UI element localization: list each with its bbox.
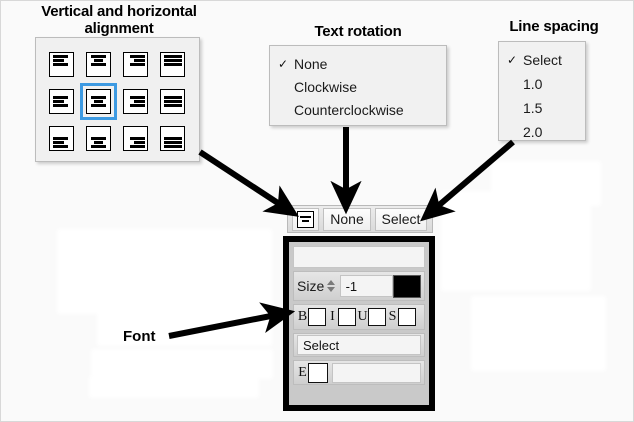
bold-checkbox[interactable] bbox=[308, 308, 326, 326]
toolbar-rotation-button[interactable]: None bbox=[323, 207, 371, 231]
align-cell-middle-right[interactable] bbox=[117, 83, 154, 120]
font-select-row: Select bbox=[293, 333, 425, 357]
spacing-option-label: 1.5 bbox=[523, 100, 543, 116]
strikethrough-label: S bbox=[388, 309, 397, 324]
spacing-option-label: 1.0 bbox=[523, 76, 543, 92]
font-select-input[interactable]: Select bbox=[297, 335, 421, 355]
italic-label: I bbox=[330, 309, 335, 324]
underline-checkbox[interactable] bbox=[368, 308, 386, 326]
font-size-input[interactable]: -1 bbox=[339, 275, 393, 297]
font-size-stepper[interactable] bbox=[326, 275, 336, 297]
align-middle-justify-icon bbox=[160, 89, 185, 114]
align-bottom-left-icon bbox=[49, 126, 74, 151]
align-cell-top-center[interactable] bbox=[80, 46, 117, 83]
format-toolbar: None Select bbox=[287, 205, 433, 233]
spacing-option-2-0[interactable]: 2.0 bbox=[499, 120, 585, 144]
background-ghost-panel-7 bbox=[89, 376, 259, 398]
font-annotation-label: Font bbox=[123, 328, 156, 345]
check-icon: ✓ bbox=[506, 53, 518, 67]
align-bottom-center-icon bbox=[86, 126, 111, 151]
effect-label: E bbox=[298, 364, 307, 380]
font-style-underline[interactable]: U bbox=[357, 308, 387, 326]
align-top-center-icon bbox=[86, 52, 111, 77]
background-ghost-panel-3 bbox=[91, 349, 273, 379]
spacing-option-1-5[interactable]: 1.5 bbox=[499, 96, 585, 120]
background-ghost-panel-6 bbox=[471, 296, 606, 371]
toolbar-spacing-button[interactable]: Select bbox=[375, 207, 427, 231]
rotation-option-clockwise[interactable]: Clockwise bbox=[270, 75, 446, 98]
alignment-annotation-title-line1: Vertical and horizontal bbox=[41, 3, 197, 20]
background-ghost-panel-4 bbox=[441, 191, 591, 291]
spacing-annotation-title: Line spacing bbox=[509, 18, 599, 35]
italic-checkbox[interactable] bbox=[338, 308, 356, 326]
align-bottom-justify-icon bbox=[160, 126, 185, 151]
align-cell-bottom-center[interactable] bbox=[80, 120, 117, 157]
align-middle-center-icon bbox=[86, 89, 111, 114]
align-cell-middle-center[interactable] bbox=[80, 83, 117, 120]
align-cell-top-right[interactable] bbox=[117, 46, 154, 83]
font-panel: Size -1 B I U S bbox=[283, 236, 435, 411]
alignment-grid bbox=[43, 46, 191, 157]
alignment-picker-popup[interactable] bbox=[35, 37, 200, 162]
spacing-dropdown-popup[interactable]: ✓ Select 1.0 1.5 2.0 bbox=[498, 41, 586, 141]
font-name-input[interactable] bbox=[294, 247, 424, 267]
effect-input[interactable] bbox=[332, 362, 421, 383]
alignment-annotation-title-line2: alignment bbox=[84, 20, 154, 37]
background-ghost-panel-1 bbox=[57, 229, 272, 314]
font-size-row: Size -1 bbox=[293, 271, 425, 301]
font-style-row: B I U S bbox=[293, 304, 425, 330]
rotation-option-label: None bbox=[294, 55, 328, 72]
alignment-annotation-title: Vertical and horizontal alignment bbox=[23, 3, 215, 37]
align-top-right-icon bbox=[123, 52, 148, 77]
align-middle-right-icon bbox=[123, 89, 148, 114]
align-cell-top-justify[interactable] bbox=[154, 46, 191, 83]
align-bottom-right-icon bbox=[123, 126, 148, 151]
align-top-left-icon bbox=[49, 52, 74, 77]
underline-label: U bbox=[357, 309, 368, 324]
bold-label: B bbox=[297, 309, 308, 324]
align-center-icon bbox=[297, 210, 314, 228]
font-size-label: Size bbox=[297, 278, 325, 294]
align-cell-top-left[interactable] bbox=[43, 46, 80, 83]
strikethrough-checkbox[interactable] bbox=[398, 308, 416, 326]
align-cell-middle-justify[interactable] bbox=[154, 83, 191, 120]
align-cell-middle-left[interactable] bbox=[43, 83, 80, 120]
check-icon: ✓ bbox=[277, 56, 289, 71]
rotation-option-label: Clockwise bbox=[294, 78, 358, 95]
align-middle-left-icon bbox=[49, 89, 74, 114]
stepper-down-icon[interactable] bbox=[327, 287, 336, 292]
align-top-justify-icon bbox=[160, 52, 185, 77]
font-effect-row: E bbox=[293, 360, 425, 385]
align-cell-bottom-left[interactable] bbox=[43, 120, 80, 157]
rotation-option-counterclockwise[interactable]: Counterclockwise bbox=[270, 98, 446, 121]
stepper-up-icon[interactable] bbox=[327, 280, 336, 285]
spacing-option-label: 2.0 bbox=[523, 124, 543, 140]
rotation-dropdown-popup[interactable]: ✓ None Clockwise Counterclockwise bbox=[269, 45, 447, 126]
align-cell-bottom-right[interactable] bbox=[117, 120, 154, 157]
rotation-option-label: Counterclockwise bbox=[294, 101, 404, 118]
background-ghost-panel-5 bbox=[491, 161, 601, 206]
font-style-strikethrough[interactable]: S bbox=[387, 308, 417, 326]
font-name-row bbox=[293, 246, 425, 268]
font-color-swatch[interactable] bbox=[392, 274, 421, 298]
spacing-option-1-0[interactable]: 1.0 bbox=[499, 72, 585, 96]
spacing-option-label: Select bbox=[523, 52, 562, 68]
rotation-annotation-title: Text rotation bbox=[314, 23, 402, 40]
font-style-bold[interactable]: B bbox=[297, 308, 327, 326]
effect-checkbox[interactable] bbox=[308, 362, 328, 383]
toolbar-alignment-button[interactable] bbox=[292, 207, 319, 231]
spacing-option-select[interactable]: ✓ Select bbox=[499, 48, 585, 72]
arrow-alignment bbox=[198, 149, 300, 217]
rotation-option-none[interactable]: ✓ None bbox=[270, 52, 446, 75]
font-style-italic[interactable]: I bbox=[327, 308, 357, 326]
align-cell-bottom-justify[interactable] bbox=[154, 120, 191, 157]
